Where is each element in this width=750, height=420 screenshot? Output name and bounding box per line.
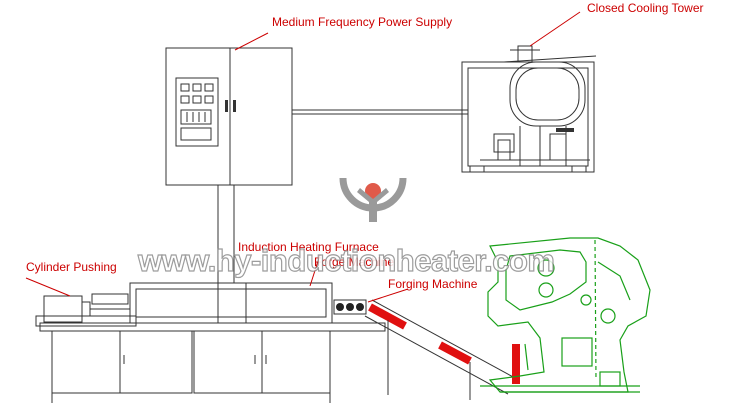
furnace-assembly: [36, 283, 385, 403]
watermark-text: www.hy-inductionheater.com: [137, 243, 554, 278]
label-power-supply: Medium Frequency Power Supply: [272, 15, 452, 29]
conveyor: [365, 300, 520, 400]
label-cylinder-pushing: Cylinder Pushing: [26, 260, 117, 274]
cooling-tower: [462, 46, 596, 172]
company-logo: [343, 178, 403, 222]
label-forging-machine: Forging Machine: [388, 277, 478, 291]
label-cooling-tower: Closed Cooling Tower: [587, 1, 704, 15]
